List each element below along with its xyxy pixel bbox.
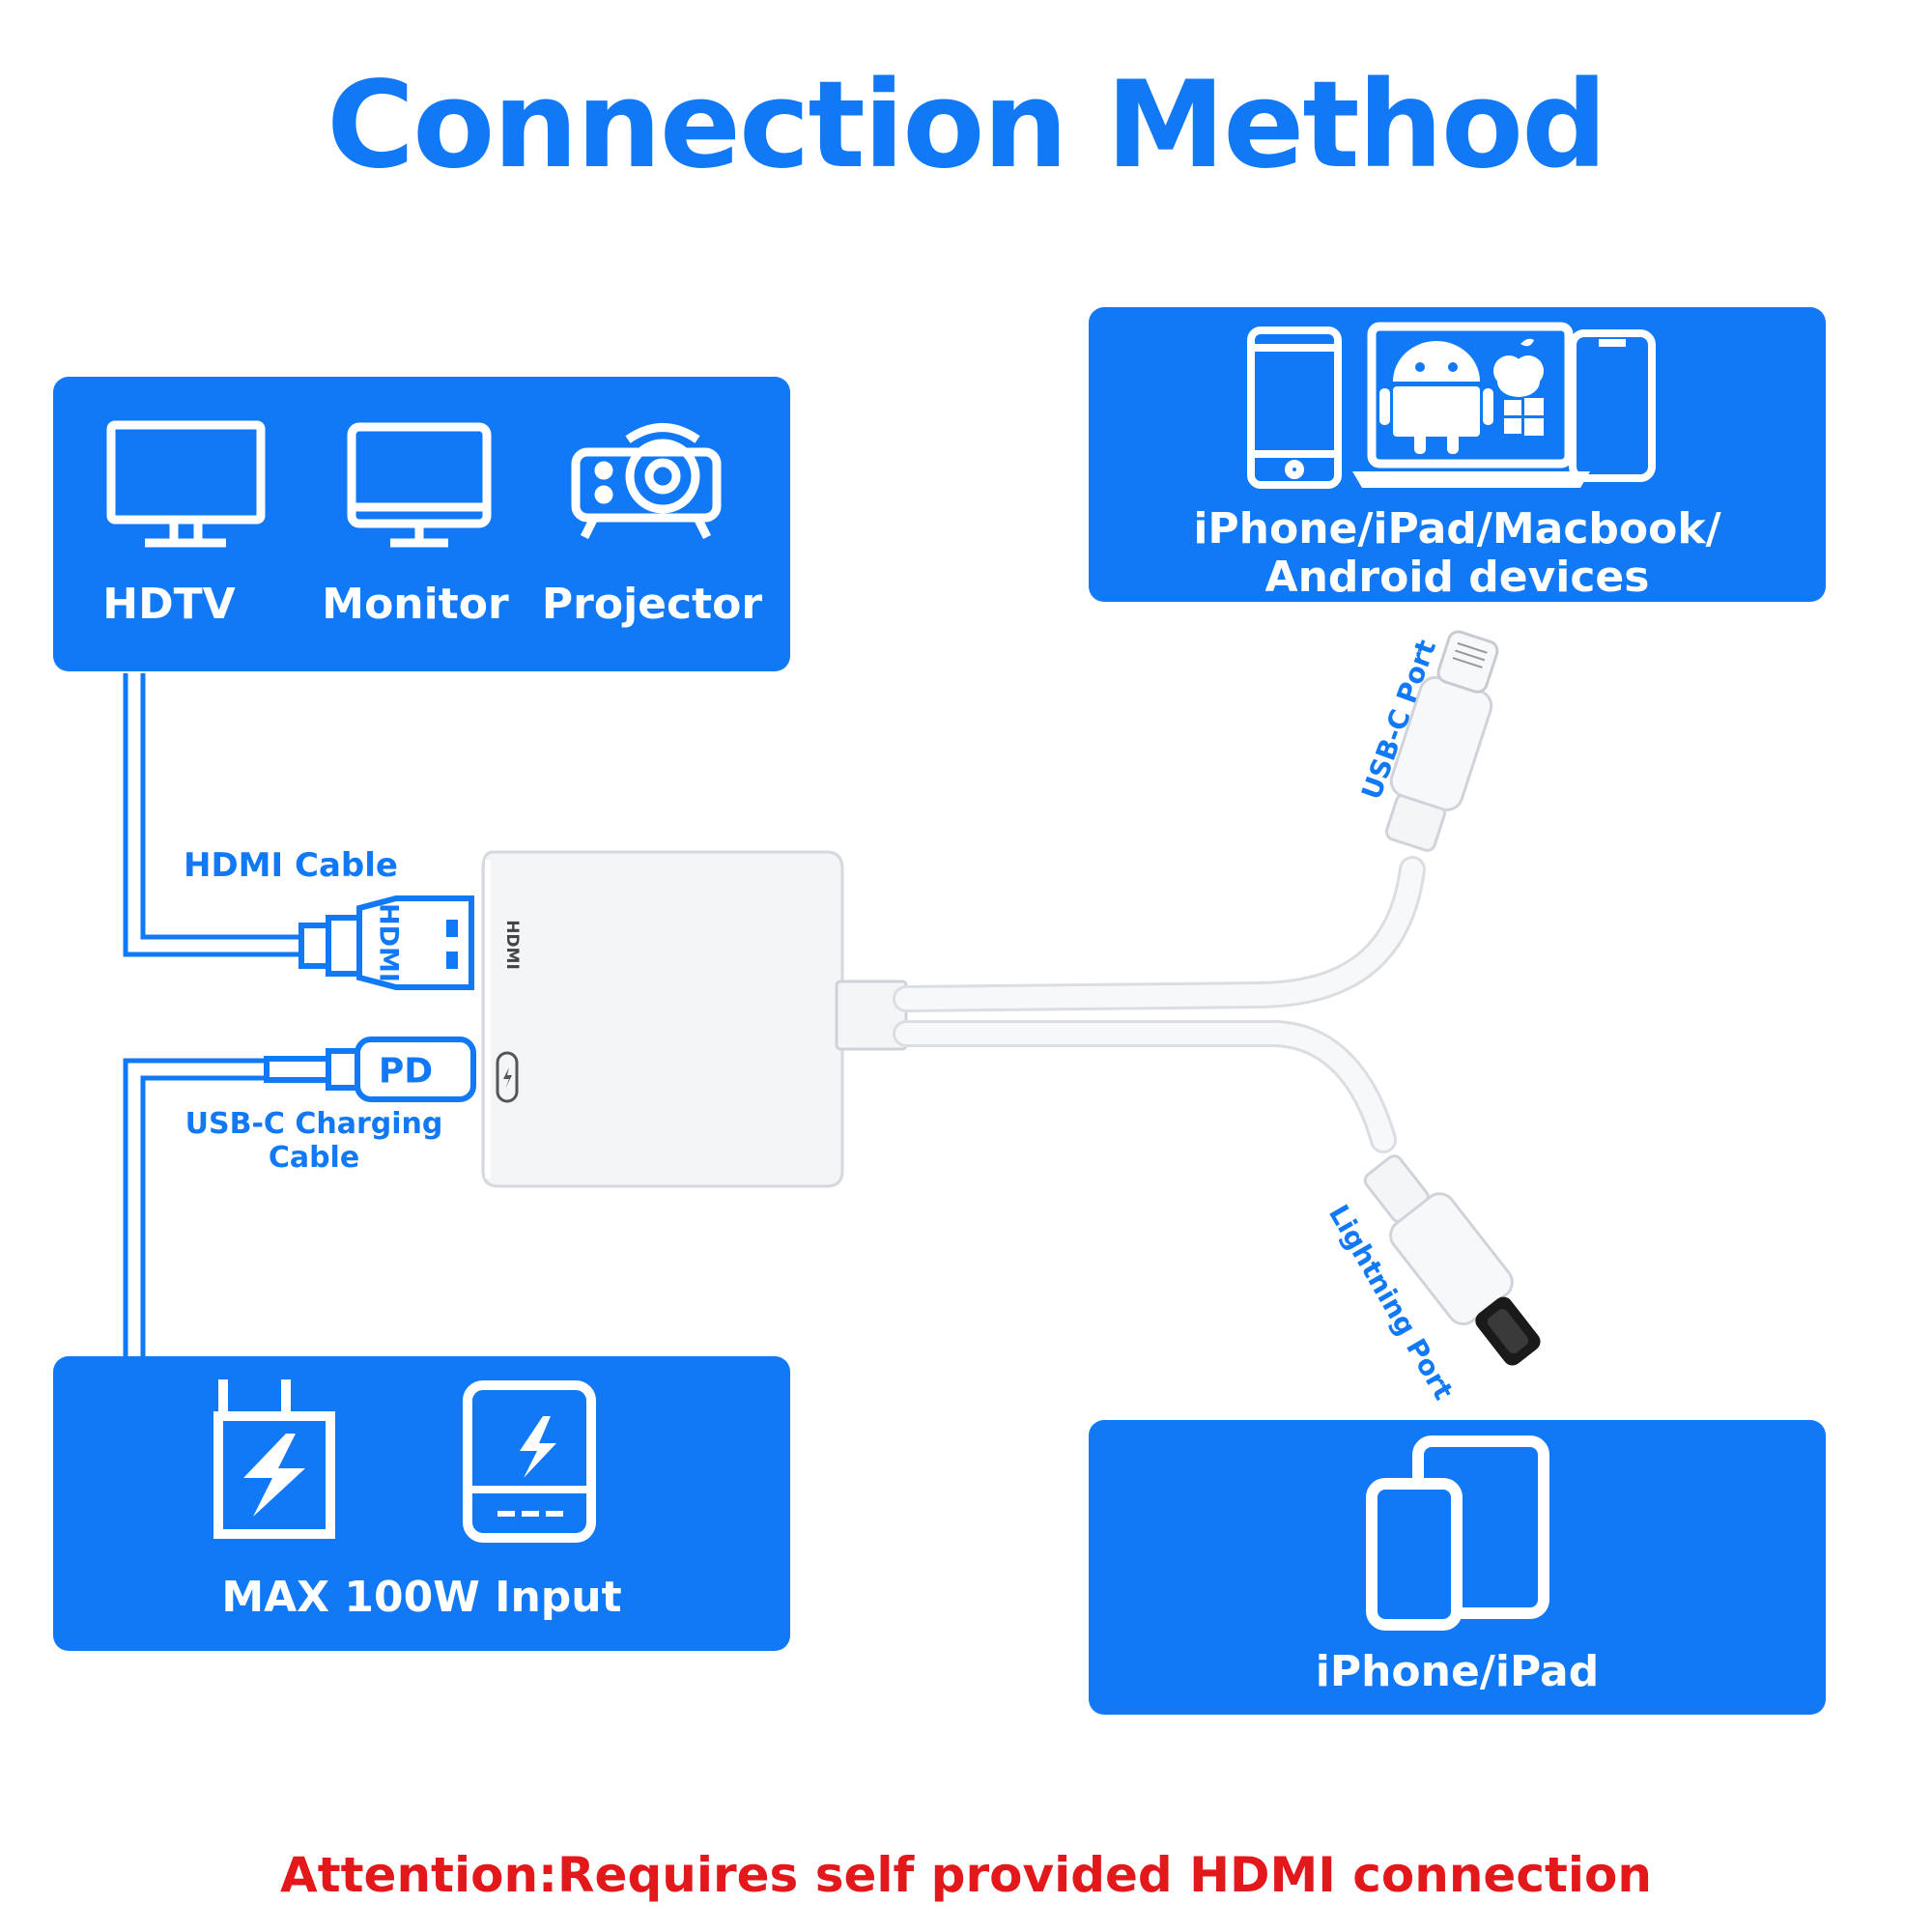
projector-label: Projector bbox=[541, 580, 763, 629]
adapter-hdmi-port-text: HDMI bbox=[502, 920, 522, 970]
apple-icon bbox=[1493, 338, 1544, 397]
pd-plug-icon bbox=[264, 1037, 476, 1102]
android-icon bbox=[1379, 341, 1493, 454]
usbc-connector bbox=[1384, 630, 1499, 852]
hdmi-plug-icon bbox=[298, 895, 474, 990]
attention-note: Attention:Requires self provided HDMI co… bbox=[280, 1847, 1652, 1903]
hdmi-plug-text: HDMI bbox=[374, 903, 404, 982]
usbc-devices-label-line2: Android devices bbox=[1264, 553, 1650, 602]
wall-charger-icon bbox=[213, 1379, 335, 1539]
tv-icon bbox=[106, 420, 266, 548]
lightning-devices-label: iPhone/iPad bbox=[1315, 1647, 1600, 1696]
hdmi-cable-label: HDMI Cable bbox=[184, 846, 398, 885]
power-panel bbox=[53, 1356, 790, 1651]
phone-tablet-icon bbox=[1366, 1435, 1549, 1631]
page-title: Connection Method bbox=[327, 56, 1607, 195]
usbc-charging-cable-line bbox=[123, 1058, 270, 1356]
usbc-charging-label-line2: Cable bbox=[268, 1141, 360, 1175]
charging-port-icon bbox=[496, 1051, 519, 1103]
y-cable bbox=[835, 856, 1426, 1153]
lightning-connector bbox=[1363, 1154, 1541, 1366]
windows-icon bbox=[1504, 398, 1544, 436]
power-bank-icon bbox=[463, 1380, 596, 1543]
phone-icon bbox=[1569, 329, 1656, 482]
smartphone-icon bbox=[1247, 327, 1342, 489]
hdtv-label: HDTV bbox=[102, 580, 236, 629]
hdmi-cable-line bbox=[123, 673, 306, 957]
usbc-charging-label-line1: USB-C Charging bbox=[185, 1107, 443, 1141]
usbc-devices-label-line1: iPhone/iPad/Macbook/ bbox=[1193, 504, 1721, 554]
monitor-icon bbox=[347, 422, 492, 548]
power-label: MAX 100W Input bbox=[221, 1573, 622, 1622]
monitor-label: Monitor bbox=[322, 580, 509, 629]
projector-icon bbox=[571, 423, 722, 540]
pd-plug-text: PD bbox=[379, 1052, 433, 1092]
adapter-body bbox=[481, 850, 844, 1188]
